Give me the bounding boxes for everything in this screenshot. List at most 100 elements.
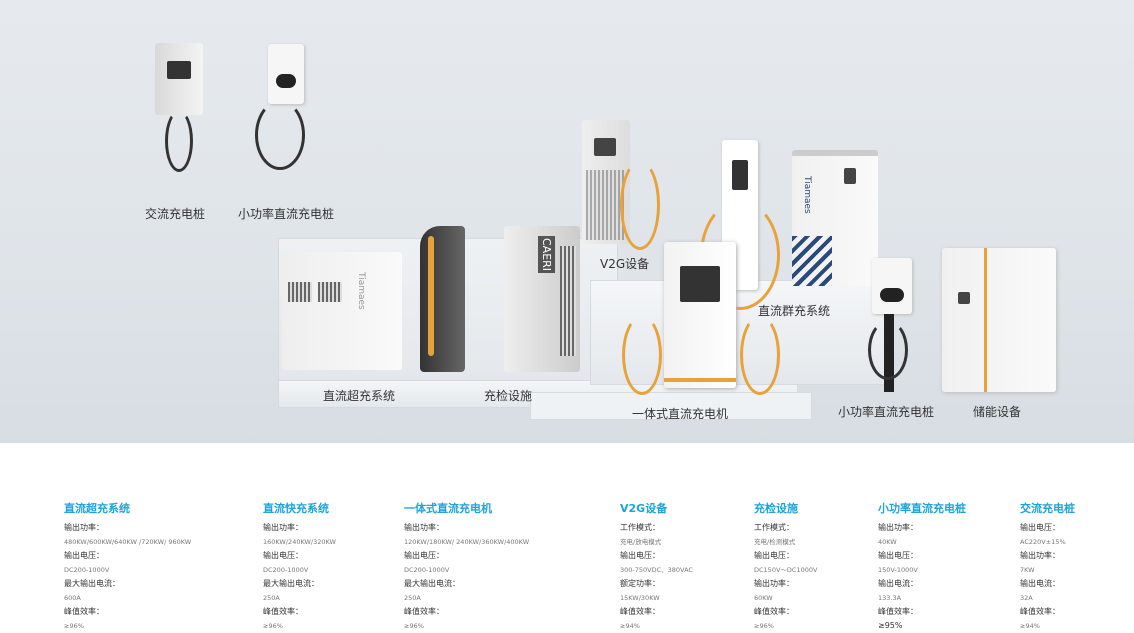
spec-value: DC150V～DC1000V (754, 566, 818, 574)
spec-key: 峰值效率： (754, 607, 794, 616)
spec-value: DC200-1000V (404, 566, 450, 574)
spec-title: 充检设施 (754, 502, 798, 515)
spec-value: 250A (404, 594, 421, 602)
inspection-device (420, 226, 465, 372)
spec-key: 峰值效率： (64, 607, 104, 616)
spec-key: 输出功率： (878, 523, 918, 532)
spec-key: 输出功率： (404, 523, 444, 532)
brand-tiamaes: Tiamaes (802, 176, 812, 214)
spec-value: 120KW/180KW/ 240KW/360KW/400KW (404, 538, 530, 546)
label-small-dc-pile: 小功率直流充电桩 (238, 207, 335, 221)
spec-key: 输出电压： (620, 551, 660, 560)
spec-value: AC220V±15% (1020, 538, 1066, 546)
label-inspection: 充检设施 (484, 389, 533, 403)
label-small-dc-pile-right: 小功率直流充电桩 (838, 405, 935, 419)
spec-value: ≥96% (404, 622, 424, 630)
spec-value: ≥96% (64, 622, 84, 630)
dc-super-cabinet: Tiamaes (282, 252, 402, 370)
spec-value: DC200-1000V (64, 566, 110, 574)
v2g-cable (620, 160, 660, 250)
spec-key: 额定功率： (620, 579, 660, 588)
spec-key: 输出电压： (754, 551, 794, 560)
spec-value: 充电/放电模式 (620, 538, 662, 546)
spec-value: 32A (1020, 594, 1033, 602)
platform-front (530, 392, 812, 420)
spec-key: 输出功率： (263, 523, 303, 532)
label-dc-group: 直流群充系统 (758, 304, 831, 318)
label-ac-pile: 交流充电桩 (145, 207, 206, 221)
spec-key: 输出功率： (754, 579, 794, 588)
spec-key: 最大输出电流： (263, 579, 319, 588)
spec-value: 充电/检测模式 (754, 538, 796, 546)
spec-key: 峰值效率： (878, 607, 918, 616)
ac-pile-device (155, 43, 203, 115)
spec-key: 峰值效率： (404, 607, 444, 616)
spec-title: 直流超充系统 (64, 502, 130, 515)
spec-value: 250A (263, 594, 280, 602)
spec-value: 15KW/30KW (620, 594, 660, 602)
spec-column: 交流充电桩输出电压： AC220V±15% 输出功率： 7KW 输出电流： 32A 峰值效率… (1020, 500, 1075, 633)
label-v2g: V2G设备 (600, 257, 650, 271)
spec-key: 最大输出电流： (64, 579, 120, 588)
spec-column: 直流超充系统输出功率： 480KW/600KW/640KW /720KW/ 960… (64, 500, 191, 633)
integrated-dc-charger (664, 242, 736, 388)
spec-value: 60KW (754, 594, 773, 602)
storage-cabinet (942, 248, 1056, 392)
spec-key: 工作模式： (754, 523, 794, 532)
spec-value: 160KW/240KW/320KW (263, 538, 336, 546)
brand-tiamaes: Tiamaes (356, 272, 366, 310)
small-dc-pile-device (268, 44, 304, 104)
spec-value: 133.3A (878, 594, 902, 602)
integrated-cable-left (622, 315, 662, 395)
spec-value: 40KW (878, 538, 897, 546)
spec-value: 300-750VDC、380VAC (620, 566, 693, 574)
spec-key: 峰值效率： (620, 607, 660, 616)
spec-column: V2G设备工作模式： 充电/放电模式输出电压： 300-750VDC、380VAC 额… (620, 500, 693, 633)
caeri-cabinet: CAERI (504, 226, 580, 372)
spec-value: 150V-1000V (878, 566, 918, 574)
spec-column: 直流快充系统输出功率： 160KW/240KW/320KW 输出电压： DC200-1… (263, 500, 336, 633)
spec-key: 输出电压： (263, 551, 303, 560)
spec-title: 一体式直流充电机 (404, 502, 492, 515)
spec-title: V2G设备 (620, 502, 668, 515)
spec-key: 工作模式： (620, 523, 660, 532)
spec-key: 输出电压： (64, 551, 104, 560)
spec-key: 输出电流： (1020, 579, 1060, 588)
spec-title: 交流充电桩 (1020, 502, 1075, 515)
product-hero-image: Tiamaes CAERI Tiamaes 交流充电桩 小功率直流充电桩 (0, 0, 1134, 443)
spec-value: ≥96% (263, 622, 283, 630)
small-dc-cable (255, 100, 305, 170)
spec-value: DC200-1000V (263, 566, 309, 574)
spec-key: 输出电压： (878, 551, 918, 560)
label-dc-super: 直流超充系统 (323, 389, 396, 403)
label-storage: 储能设备 (973, 405, 1022, 419)
spec-key: 输出功率： (1020, 551, 1060, 560)
spec-title: 直流快充系统 (263, 502, 329, 515)
spec-key: 峰值效率： (1020, 607, 1060, 616)
spec-key: 输出电压： (1020, 523, 1060, 532)
spec-title: 小功率直流充电桩 (878, 502, 966, 515)
small-dc-right-cable (868, 320, 908, 380)
spec-value: 7KW (1020, 566, 1035, 574)
small-dc-pile-right (872, 258, 912, 314)
spec-column: 小功率直流充电桩输出功率： 40KW 输出电压： 150V-1000V 输出电流： 133… (878, 500, 966, 633)
spec-column: 一体式直流充电机输出功率： 120KW/180KW/ 240KW/360KW/40… (404, 500, 529, 633)
spec-key: 输出功率： (64, 523, 104, 532)
label-integrated-dc: 一体式直流充电机 (632, 407, 729, 421)
dc-group-cabinet: Tiamaes (792, 150, 878, 286)
spec-value: ≥95% (878, 621, 903, 630)
spec-key: 输出电压： (404, 551, 444, 560)
spec-column: 充检设施工作模式： 充电/检测模式输出电压： DC150V～DC1000V 输出功率：… (754, 500, 817, 633)
spec-value: 600A (64, 594, 81, 602)
spec-key: 峰值效率： (263, 607, 303, 616)
spec-value: ≥94% (1020, 622, 1040, 630)
spec-value: 480KW/600KW/640KW /720KW/ 960KW (64, 538, 192, 546)
ac-pile-cable (165, 110, 193, 172)
spec-key: 输出电流： (878, 579, 918, 588)
brand-caeri: CAERI (538, 236, 555, 274)
spec-key: 最大输出电流： (404, 579, 460, 588)
spec-value: ≥96% (754, 622, 774, 630)
spec-section: 直流超充系统输出功率： 480KW/600KW/640KW /720KW/ 960… (0, 500, 1134, 631)
integrated-cable-right (740, 315, 780, 395)
spec-value: ≥94% (620, 622, 640, 630)
